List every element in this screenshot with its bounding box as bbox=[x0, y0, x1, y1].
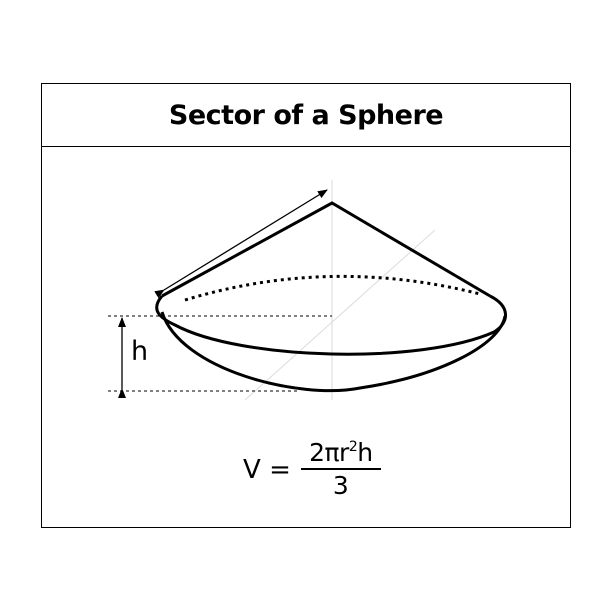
numerator-height: h bbox=[357, 438, 373, 467]
dotted-back-rim bbox=[184, 274, 481, 302]
formula-numerator: 2πr2h bbox=[305, 438, 377, 468]
fraction-bar bbox=[300, 468, 381, 470]
front-rim bbox=[155, 294, 507, 356]
diagonal-axis-guide bbox=[244, 229, 436, 401]
height-label: h bbox=[131, 336, 149, 367]
numerator-base: 2πr bbox=[309, 438, 349, 467]
formula-variable: V bbox=[243, 455, 261, 485]
numerator-exponent: 2 bbox=[348, 439, 358, 455]
cone-slant-sides bbox=[161, 201, 491, 298]
title-bar: Sector of a Sphere bbox=[42, 84, 570, 147]
volume-formula: V = 2πr2h 3 bbox=[243, 438, 381, 502]
formula-lhs: V = bbox=[243, 455, 291, 485]
page-title: Sector of a Sphere bbox=[168, 99, 444, 131]
formula-equals: = bbox=[269, 455, 291, 485]
diagram-frame: Sector of a Sphere bbox=[41, 83, 571, 528]
formula-denominator: 3 bbox=[332, 471, 349, 500]
formula-fraction: 2πr2h 3 bbox=[300, 438, 381, 502]
spherical-cap-bowl bbox=[160, 311, 507, 393]
slant-radius-arrow bbox=[154, 189, 328, 299]
